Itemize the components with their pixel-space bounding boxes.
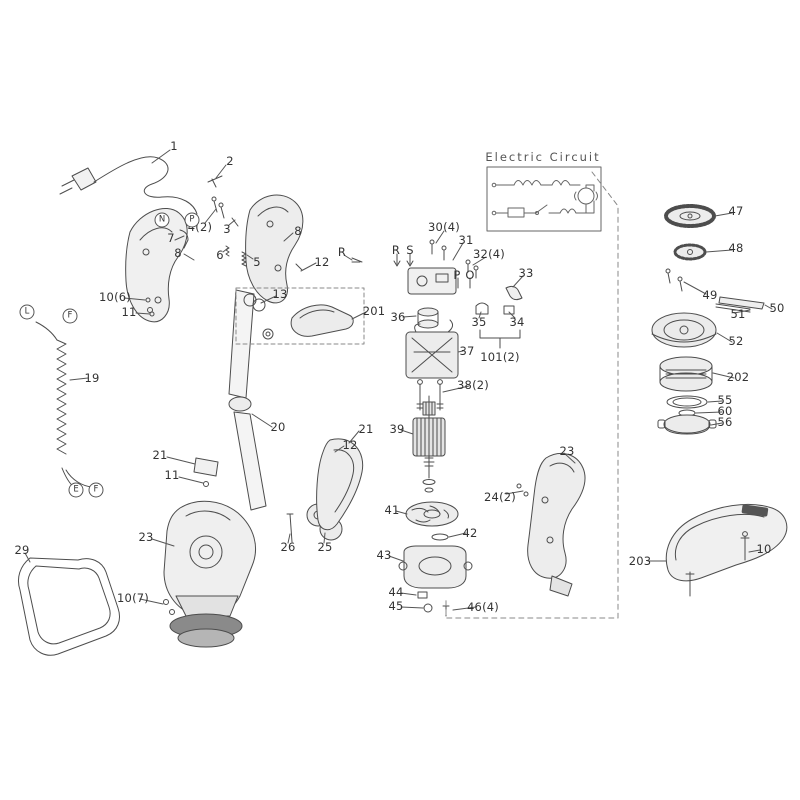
- power-cord: [59, 156, 198, 215]
- handle-hardware: [145, 175, 303, 317]
- shaft-tube: [228, 289, 267, 511]
- motor-column: [405, 307, 459, 493]
- spool-assembly: [651, 204, 765, 435]
- assembly-dashed-boundary: [445, 171, 619, 619]
- support-bracket: [316, 438, 364, 531]
- fan-and-housing: [398, 501, 473, 617]
- electric-circuit-title: Electric Circuit: [485, 150, 601, 164]
- trimmer-head-housing: [163, 500, 256, 648]
- guard-frame: [17, 557, 120, 656]
- aux-handle: [262, 304, 354, 340]
- rear-handle-left-half: [125, 208, 188, 323]
- shaft-clamp: [193, 457, 219, 487]
- leader-lines: [24, 149, 773, 611]
- sub-assembly-dashed-box: [235, 287, 365, 345]
- guard-cover: [665, 503, 788, 597]
- electric-circuit-schematic: [486, 166, 602, 232]
- front-handle-half: [516, 453, 586, 597]
- coiled-cable: [35, 321, 93, 488]
- switch-assembly: [351, 239, 523, 349]
- rear-handle-right-half: [245, 194, 304, 304]
